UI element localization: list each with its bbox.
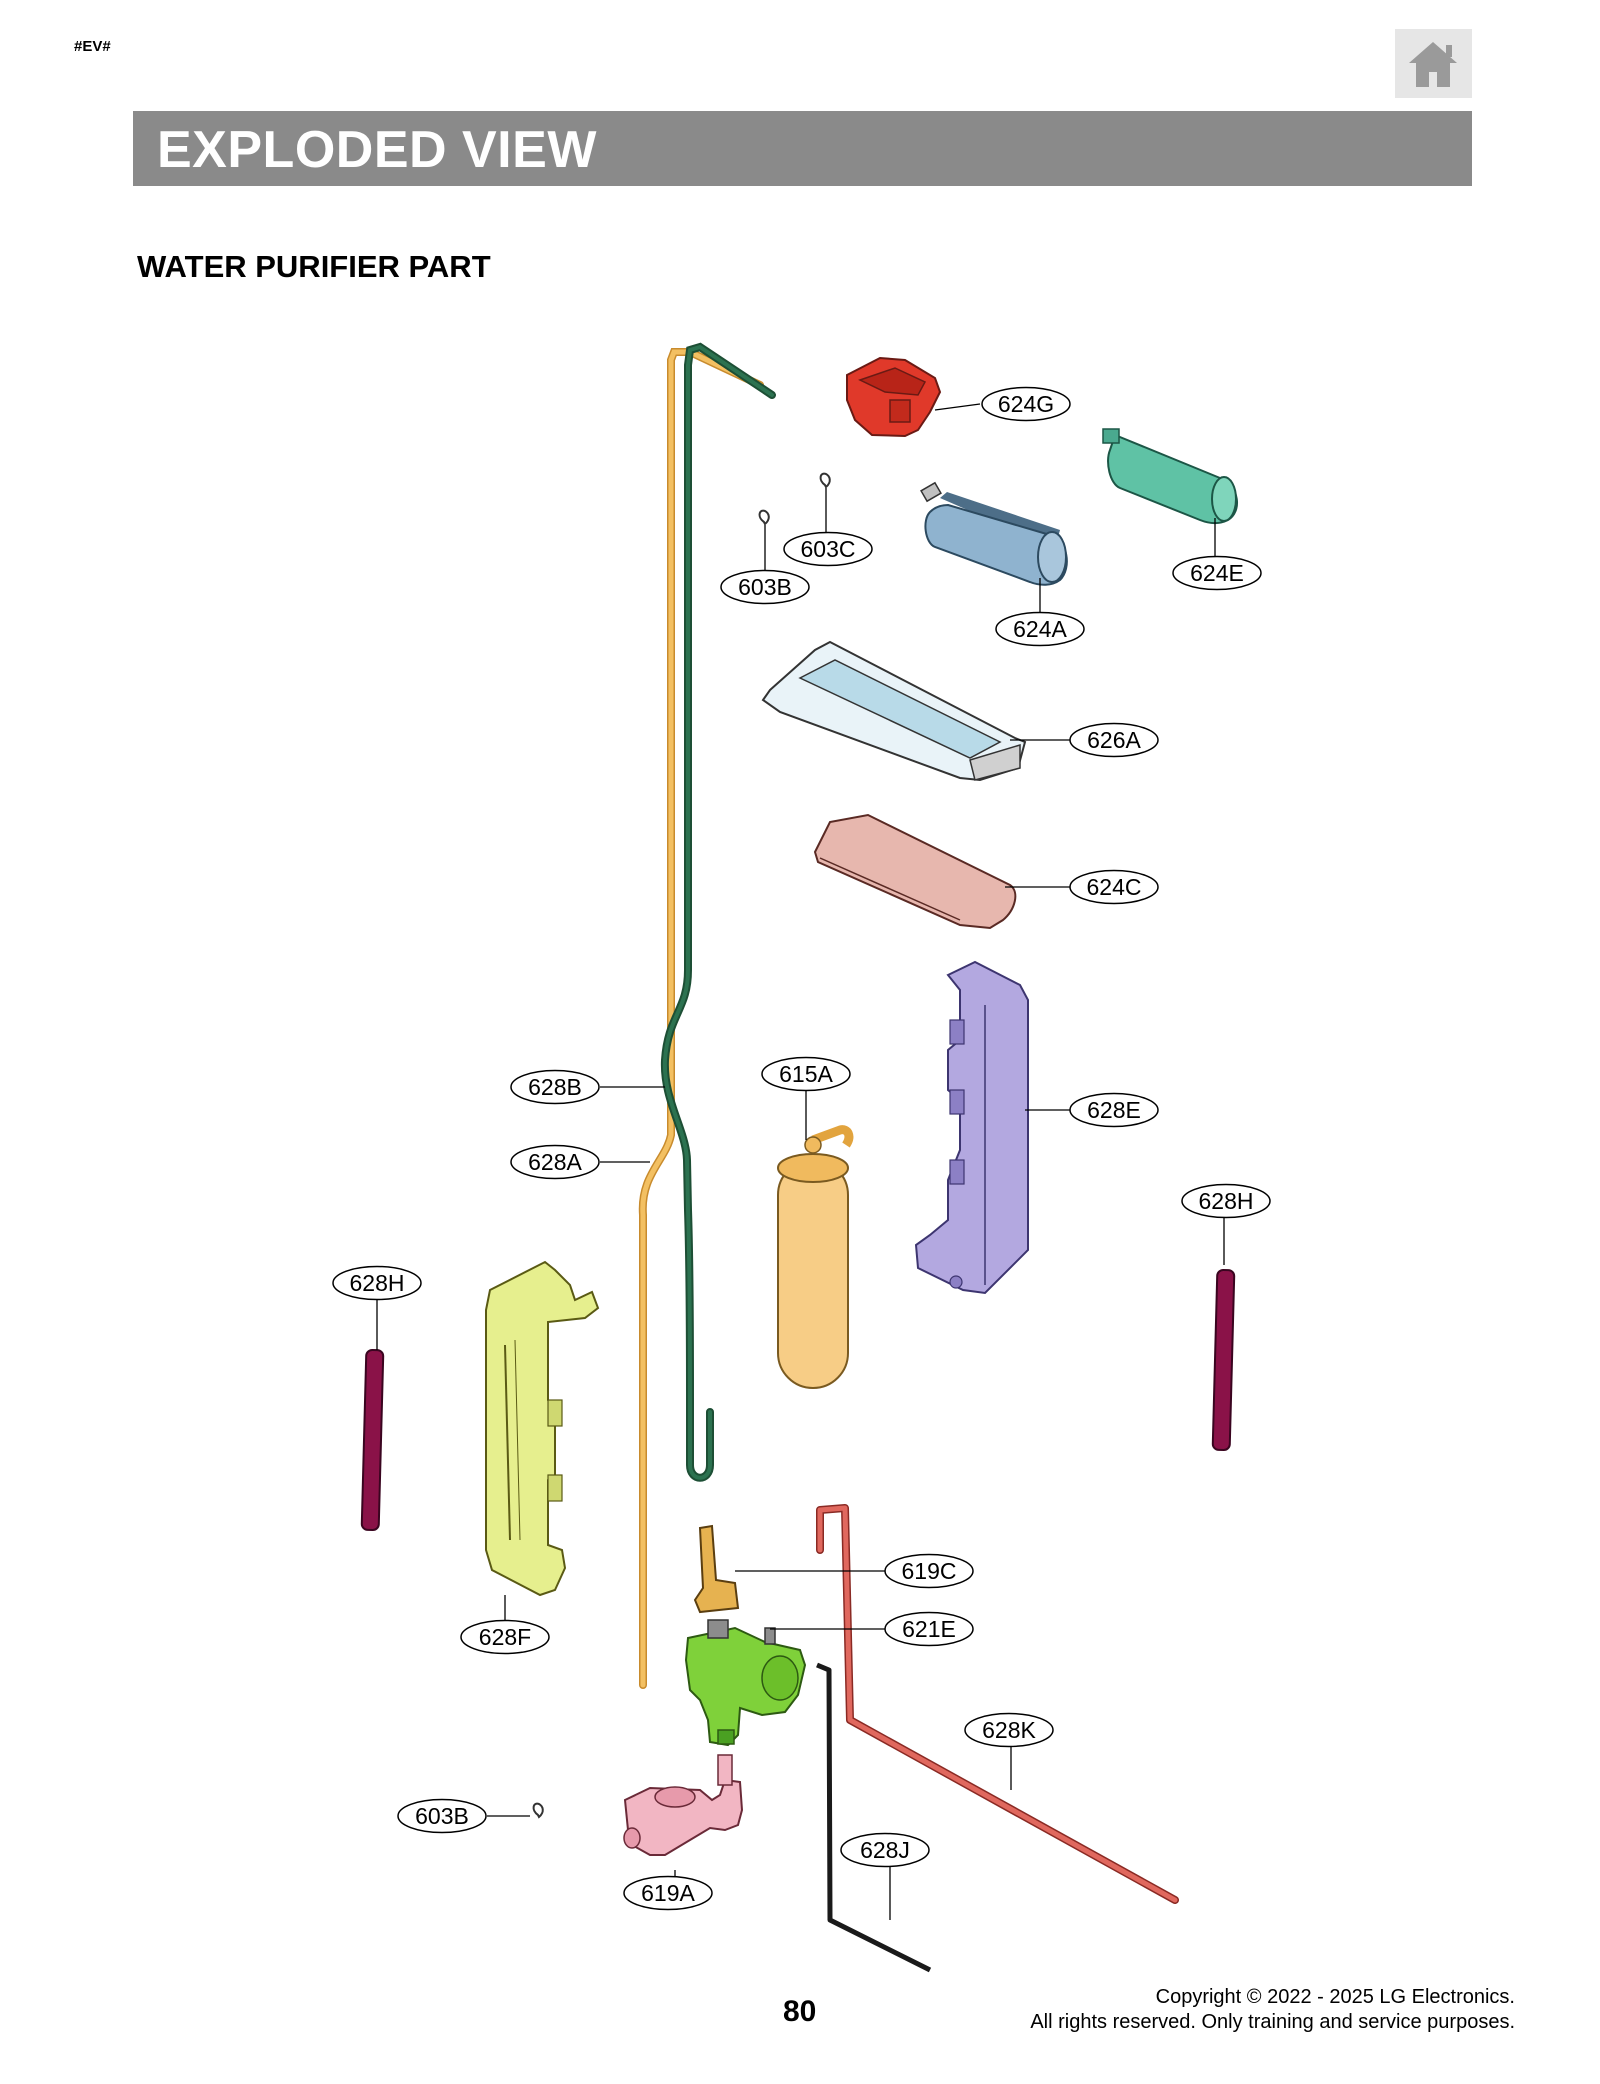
home-icon xyxy=(1409,42,1457,87)
copyright-line-1: Copyright © 2022 - 2025 LG Electronics. xyxy=(1155,1986,1515,2008)
callout-628e-label: 628E xyxy=(1087,1097,1141,1123)
callout-628h-right[interactable]: 628H xyxy=(1181,1183,1271,1219)
callout-621e-label: 621E xyxy=(902,1616,956,1642)
callout-628f-label: 628F xyxy=(479,1624,531,1650)
callout-628h-right-label: 628H xyxy=(1199,1188,1254,1214)
callout-628j-label: 628J xyxy=(860,1837,910,1863)
callout-628h-left-label: 628H xyxy=(350,1270,405,1296)
callout-628b[interactable]: 628B xyxy=(510,1069,600,1105)
callout-603c[interactable]: 603C xyxy=(783,531,873,567)
callout-624g-label: 624G xyxy=(998,391,1054,417)
callout-628b-label: 628B xyxy=(528,1074,582,1100)
title-bar: EXPLODED VIEW xyxy=(133,111,1472,186)
callout-628k-label: 628K xyxy=(982,1717,1036,1743)
leader-lines xyxy=(376,403,1225,1920)
part-626a xyxy=(761,640,1027,782)
callout-603b-top[interactable]: 603B xyxy=(720,569,810,605)
section-title: WATER PURIFIER PART xyxy=(137,249,491,284)
copyright-line-2: All rights reserved. Only training and s… xyxy=(1030,2011,1515,2033)
callout-624c[interactable]: 624C xyxy=(1069,869,1159,905)
callout-628j[interactable]: 628J xyxy=(840,1832,930,1868)
callout-619c-label: 619C xyxy=(902,1558,957,1584)
callout-628a-label: 628A xyxy=(528,1149,582,1175)
part-624c xyxy=(813,813,1017,930)
callout-628h-left[interactable]: 628H xyxy=(332,1265,422,1301)
callout-628a[interactable]: 628A xyxy=(510,1144,600,1180)
callout-626a[interactable]: 626A xyxy=(1069,722,1159,758)
callout-628e[interactable]: 628E xyxy=(1069,1092,1159,1128)
callout-621e[interactable]: 621E xyxy=(884,1611,974,1647)
clip-603b-top xyxy=(758,509,770,526)
page-title: EXPLODED VIEW xyxy=(157,121,597,179)
part-628j xyxy=(816,1662,932,1973)
part-628f xyxy=(485,1260,600,1597)
callout-615a[interactable]: 615A xyxy=(761,1056,851,1092)
callout-603b-top-label: 603B xyxy=(738,574,792,600)
clip-603b-bottom xyxy=(532,1802,544,1819)
page-number: 80 xyxy=(783,1995,817,2028)
callout-619c[interactable]: 619C xyxy=(884,1553,974,1589)
part-628h-left xyxy=(360,1348,385,1532)
part-628e xyxy=(914,960,1029,1295)
callout-628k[interactable]: 628K xyxy=(964,1712,1054,1748)
callout-624c-label: 624C xyxy=(1087,874,1142,900)
callout-619a[interactable]: 619A xyxy=(623,1875,713,1911)
callout-624e[interactable]: 624E xyxy=(1172,555,1262,591)
callout-626a-label: 626A xyxy=(1087,727,1141,753)
callout-603b-bottom-label: 603B xyxy=(415,1803,469,1829)
part-619c xyxy=(693,1524,740,1614)
callout-628f[interactable]: 628F xyxy=(460,1619,550,1655)
part-619a xyxy=(623,1754,744,1856)
copyright-notice: Copyright © 2022 - 2025 LG Electronics. … xyxy=(1030,1985,1515,2035)
part-628k xyxy=(816,1504,1179,1904)
callout-603b-bottom[interactable]: 603B xyxy=(397,1798,487,1834)
tube-628a xyxy=(638,348,764,1689)
document-marker: #EV# xyxy=(74,38,111,55)
clip-603c xyxy=(819,472,831,489)
callout-624e-label: 624E xyxy=(1190,560,1244,586)
callout-603c-label: 603C xyxy=(801,536,856,562)
part-628h-right xyxy=(1211,1268,1236,1452)
home-button[interactable] xyxy=(1395,29,1472,98)
callout-624g[interactable]: 624G xyxy=(981,386,1071,422)
callout-615a-label: 615A xyxy=(779,1061,833,1087)
callout-624a-label: 624A xyxy=(1013,616,1067,642)
callout-619a-label: 619A xyxy=(641,1880,695,1906)
part-624g xyxy=(846,356,942,438)
part-624e xyxy=(1102,428,1238,524)
part-615a xyxy=(777,1125,854,1389)
part-621e xyxy=(684,1619,807,1747)
tube-628b xyxy=(660,342,776,1482)
callout-624a[interactable]: 624A xyxy=(995,611,1085,647)
part-624a xyxy=(920,481,1068,586)
